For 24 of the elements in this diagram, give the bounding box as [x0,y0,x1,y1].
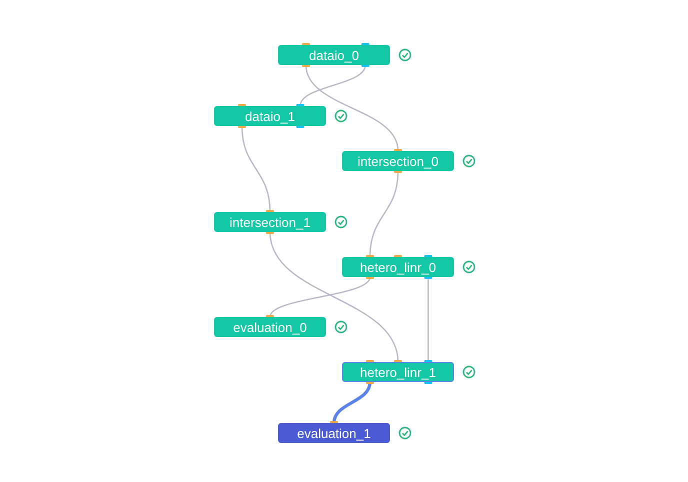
component-box [342,257,454,277]
component-name: dataio_1 [245,108,295,124]
component-box [342,362,454,382]
connector [332,382,372,424]
component-box [278,423,390,443]
component-name: intersection_0 [358,154,438,168]
connector [300,64,366,106]
connector [369,170,399,258]
connector [428,277,429,362]
component-name: hetero_linr_0 [360,260,436,274]
connector [305,64,399,152]
component-box [214,212,326,232]
connector [269,276,371,318]
component-name: evaluation_1 [297,426,371,440]
component-box [214,317,326,337]
connector [269,232,399,362]
component-name: dataio_0 [309,48,359,62]
component-box [342,151,454,171]
connector [241,126,271,212]
component-name: intersection_1 [230,214,310,230]
component-name: hetero_linr_1 [360,364,436,380]
component-box [278,45,390,65]
component-box [214,106,326,126]
component-name: evaluation_0 [233,320,307,334]
